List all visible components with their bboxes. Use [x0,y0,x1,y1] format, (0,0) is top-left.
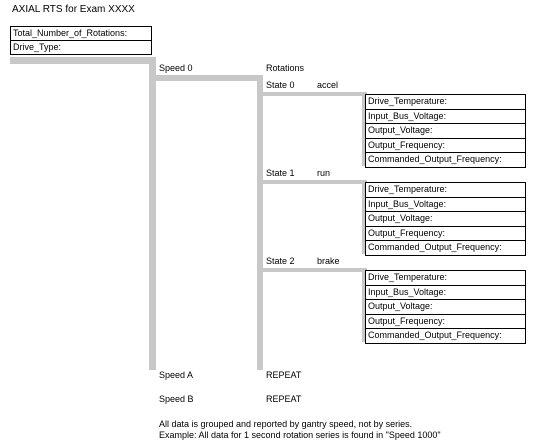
state0-mode: accel [317,80,339,90]
drive-temperature-field: Drive_Temperature: [366,183,525,198]
drive-type-field: Drive_Type: [13,42,62,52]
state1-mode: run [317,168,331,178]
speed0-label: Speed 0 [159,63,193,73]
commanded-output-frequency-field: Commanded_Output_Frequency: [368,242,502,253]
state0-label: State 0 [266,80,295,90]
commanded-output-frequency-field: Commanded_Output_Frequency: [368,154,502,165]
state1-branch-bar [263,180,367,184]
speed0-branch-bar [156,75,260,81]
drive-temperature-field: Drive_Temperature: [366,95,525,110]
rotations-label: Rotations [266,63,305,73]
footnote-line-1: All data is grouped and reported by gant… [159,419,413,429]
input-bus-voltage-field: Input_Bus_Voltage: [366,198,525,213]
state1-field-bar [362,181,367,254]
output-voltage-field: Output_Voltage: [366,124,525,139]
state2-branch-bar [263,268,367,272]
drive-temperature-field: Drive_Temperature: [366,271,525,286]
commanded-output-frequency-field: Commanded_Output_Frequency: [368,330,502,341]
output-frequency-field: Output_Frequency: [366,139,525,154]
output-voltage-field: Output_Voltage: [366,300,525,315]
state1-label: State 1 [266,168,295,178]
state0-fields-table: Drive_Temperature: Input_Bus_Voltage: Ou… [365,94,526,168]
footnote-line-2: Example: All data for 1 second rotation … [159,430,441,440]
page-title: AXIAL RTS for Exam XXXX [12,4,135,15]
state2-field-bar [362,269,367,342]
output-frequency-field: Output_Frequency: [366,227,525,242]
speedB-label: Speed B [159,394,194,404]
input-bus-voltage-field: Input_Bus_Voltage: [366,286,525,301]
header-connector-bar [10,57,150,64]
speedA-repeat: REPEAT [266,370,302,380]
speedA-label: Speed A [159,370,194,380]
output-voltage-field: Output_Voltage: [366,212,525,227]
speed-trunk-bar [149,57,156,370]
speedB-repeat: REPEAT [266,394,302,404]
output-frequency-field: Output_Frequency: [366,315,525,330]
state0-field-bar [362,93,367,166]
input-bus-voltage-field: Input_Bus_Voltage: [366,110,525,125]
total-rotations-field: Total_Number_of_Rotations: [11,27,151,41]
state2-fields-table: Drive_Temperature: Input_Bus_Voltage: Ou… [365,270,526,344]
header-fields-table: Total_Number_of_Rotations: Drive_Type: [10,26,152,55]
state2-mode: brake [317,256,340,266]
state1-fields-table: Drive_Temperature: Input_Bus_Voltage: Ou… [365,182,526,256]
state2-label: State 2 [266,256,295,266]
rotations-trunk-bar [257,75,263,370]
state0-branch-bar [263,92,367,96]
